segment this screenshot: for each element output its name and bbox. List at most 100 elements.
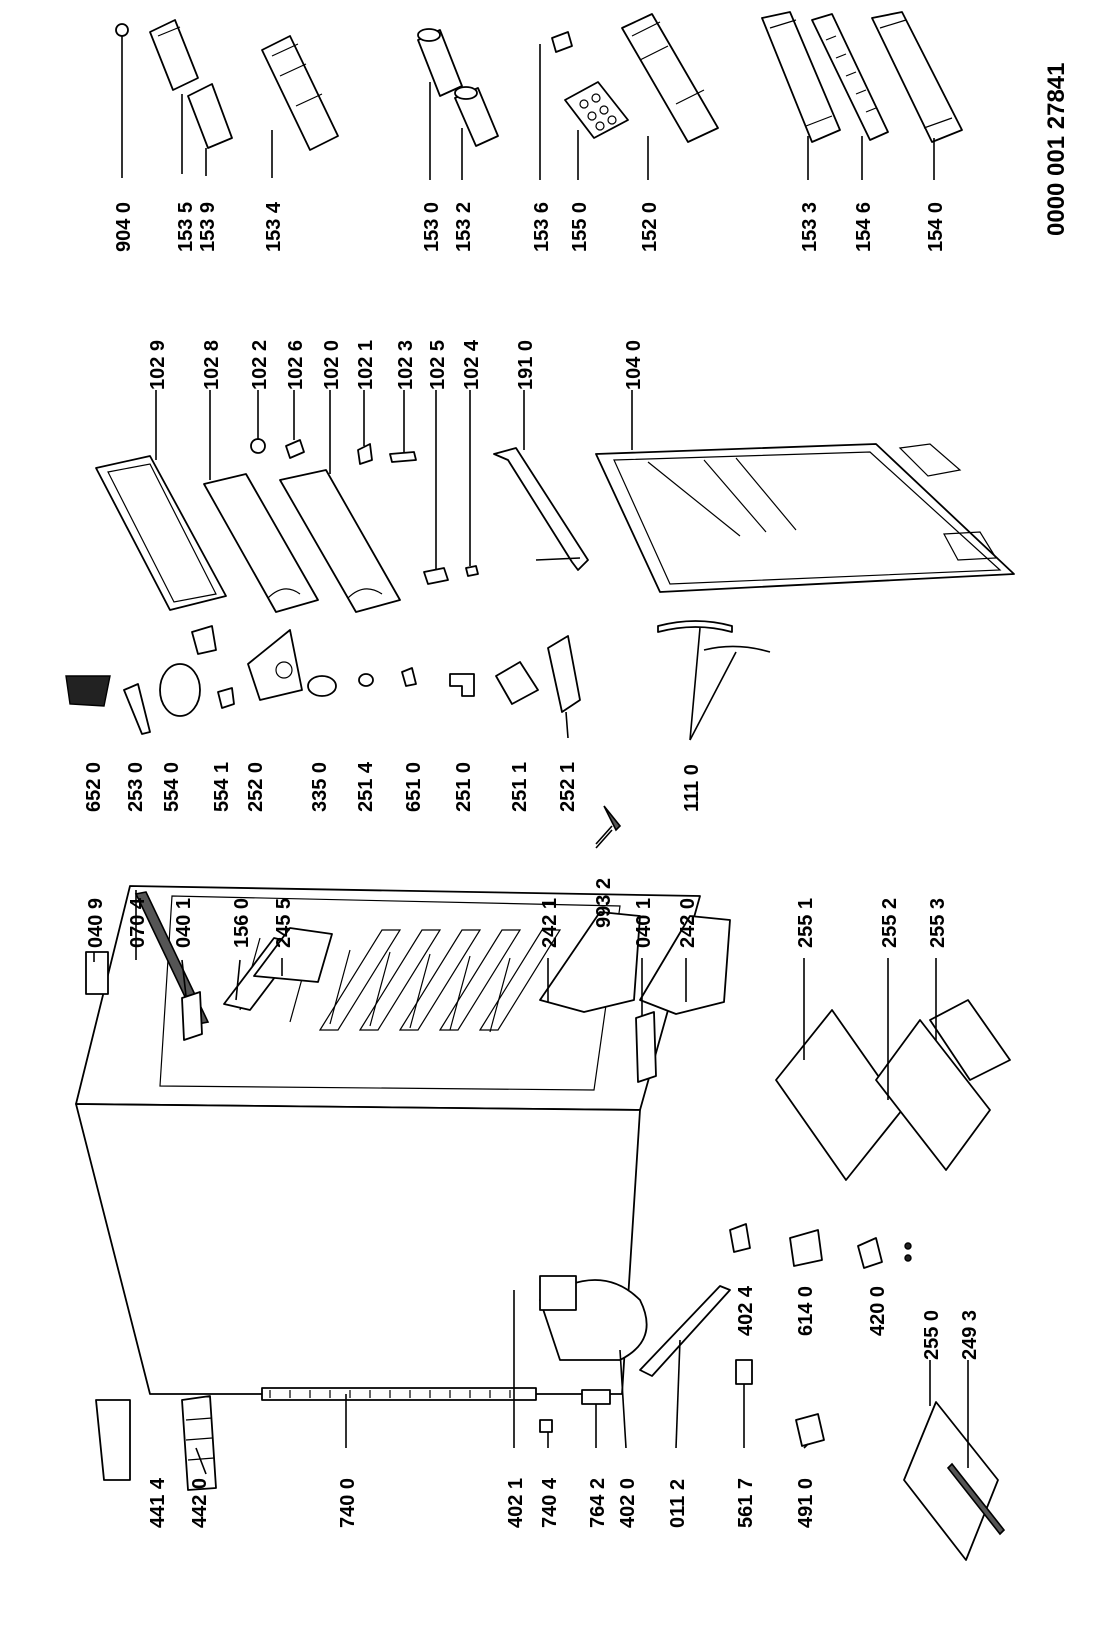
callout-993-2: 993 2 [593,878,615,928]
callout-102-3: 102 3 [395,340,417,390]
part-554-0 [159,663,201,717]
cabinet-body [75,885,731,1433]
callout-153-4: 153 4 [263,201,285,252]
callout-442-0: 442 0 [189,1478,211,1528]
callout-102-1: 102 1 [355,340,377,390]
part-153-6 [551,31,573,53]
part-111-0 [657,620,733,633]
part-442-0 [181,1395,217,1491]
callout-652-0: 652 0 [83,762,105,812]
callout-253-0: 253 0 [125,762,147,812]
part-904-0 [115,23,129,37]
callout-242-0: 242 0 [677,898,699,948]
callout-252-1: 252 1 [557,762,579,812]
callout-740-0: 740 0 [337,1478,359,1528]
callout-040-9: 040 9 [85,898,107,948]
callout-111-0: 111 0 [681,764,703,812]
part-252-1 [547,635,581,713]
callout-156-0: 156 0 [231,898,253,948]
part-040-9 [85,951,109,995]
callout-255-2: 255 2 [879,898,901,948]
part-252-0 [247,629,303,701]
part-251-4 [358,673,374,687]
part-491-0 [795,1413,825,1447]
callout-242-1: 242 1 [539,898,561,948]
part-402-4 [729,1223,751,1253]
callout-402-0: 402 0 [617,1478,639,1528]
part-740-4 [539,1419,553,1433]
callout-153-2: 153 2 [453,202,475,252]
part-102-1 [357,443,373,465]
callout-153-6: 153 6 [531,202,553,252]
part-255-0 [903,1401,999,1561]
document-number: 0000 001 27841 [1043,62,1070,236]
part-011-2 [639,1285,731,1377]
part-249-3 [946,1462,1006,1536]
part-561-7 [735,1359,753,1385]
part-402-1 [539,1275,577,1311]
part-652-0 [65,675,111,707]
part-242-1 [539,911,641,1013]
part-993-2 [603,805,622,832]
part-152-0 [621,13,719,143]
part-102-9 [95,455,227,611]
part-253-0 [123,683,151,735]
callout-441-4: 441 4 [147,1477,169,1528]
callout-249-3: 249 3 [959,1310,981,1360]
callout-402-1: 402 1 [505,1478,527,1528]
part-651-0 [401,667,417,687]
part-104-0 [595,443,1015,593]
part-153-9 [187,83,233,149]
callout-904-0: 904 0 [113,202,135,252]
callout-252-0: 252 0 [245,762,267,812]
callout-651-0: 651 0 [403,762,425,812]
callout-255-3: 255 3 [927,898,949,948]
callout-153-9: 153 9 [197,202,219,252]
part-441-4 [95,1399,131,1481]
callout-153-3: 153 3 [799,202,821,252]
part-554-1 [217,687,235,709]
part-102-5 [423,567,449,585]
callout-102-8: 102 8 [201,340,223,390]
callout-402-4: 402 4 [735,1285,757,1336]
callout-104-0: 104 0 [623,340,645,390]
part-102-2 [250,438,266,454]
part-102-6 [285,439,305,459]
callout-255-0: 255 0 [921,1310,943,1360]
callout-420-0: 420 0 [867,1286,889,1336]
callout-554-0: 554 0 [161,762,183,812]
part-335-0 [307,675,337,697]
part-242-0 [639,915,731,1015]
callout-070-4: 070 4 [127,897,149,948]
callout-152-0: 152 0 [639,202,661,252]
part-153-3 [761,11,841,143]
callout-102-6: 102 6 [285,340,307,390]
callout-102-2: 102 2 [249,340,271,390]
part-255-1 [775,1009,903,1181]
part-102-8 [203,473,319,613]
part-102-3 [389,451,417,463]
callout-153-5: 153 5 [175,202,197,252]
callout-245-5: 245 5 [273,898,295,948]
part-153-5 [149,19,199,91]
callout-251-1: 251 1 [509,762,531,812]
part-251-0 [449,673,475,697]
part-102-4 [465,565,479,577]
part-255-2 [875,1019,991,1171]
callout-155-0: 155 0 [569,202,591,252]
part-155-0 [564,81,629,139]
part-door-accessories [115,11,963,151]
callout-255-1: 255 1 [795,898,817,948]
callout-labels: 904 0 153 5 153 9 153 4 153 0 153 2 153 … [83,62,1070,1528]
part-154-6 [811,13,889,141]
part-102-0 [279,469,401,613]
callout-764-2: 764 2 [587,1478,609,1528]
callout-040-1-top: 040 1 [173,898,195,948]
callout-011-2: 011 2 [667,1479,689,1528]
part-040-1-top [181,991,203,1041]
callout-102-5: 102 5 [427,340,449,390]
part-shelves [775,999,1011,1561]
callout-102-4: 102 4 [461,339,483,390]
